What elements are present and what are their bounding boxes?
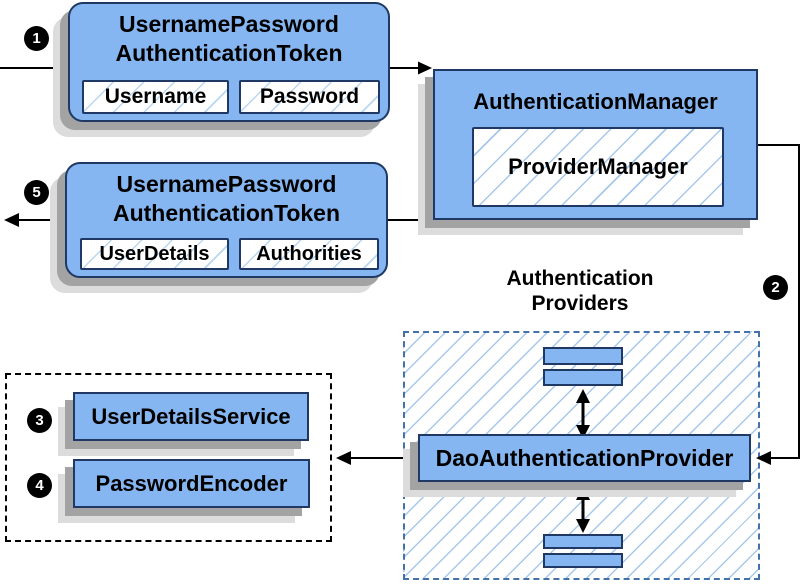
dao-authentication-provider-box: DaoAuthenticationProvider [418, 434, 751, 482]
username-field-box: Username [82, 80, 229, 114]
request-token-title: UsernamePassword AuthenticationToken [115, 11, 343, 66]
password-field-box: Password [239, 80, 380, 114]
authentication-manager-title: AuthenticationManager [473, 89, 718, 114]
password-encoder-box: PasswordEncoder [73, 459, 310, 508]
response-token-title: UsernamePassword AuthenticationToken [112, 171, 340, 226]
provider-bar [543, 369, 623, 386]
manager-to-provider-arrow [756, 144, 800, 465]
provider-bar [543, 553, 623, 568]
provider-bar [543, 347, 623, 365]
user-details-service-box: UserDetailsService [73, 392, 309, 441]
provider-manager-box: ProviderManager [472, 127, 724, 207]
request-token-box: UsernamePassword AuthenticationToken Use… [68, 2, 390, 122]
step-badge-3: 3 [27, 408, 52, 433]
authentication-providers-label: Authentication Providers [506, 267, 654, 315]
response-token-box: UsernamePassword AuthenticationToken Use… [65, 162, 388, 278]
authorities-field-box: Authorities [239, 238, 379, 270]
provider-bar [543, 534, 623, 549]
step-badge-1: 1 [24, 26, 49, 51]
step-badge-2: 2 [763, 275, 788, 300]
authentication-manager-box: AuthenticationManager ProviderManager [433, 69, 758, 220]
step-badge-4: 4 [27, 473, 52, 498]
userdetails-field-box: UserDetails [80, 238, 229, 270]
services-group [5, 373, 332, 542]
step-badge-5: 5 [24, 180, 49, 205]
